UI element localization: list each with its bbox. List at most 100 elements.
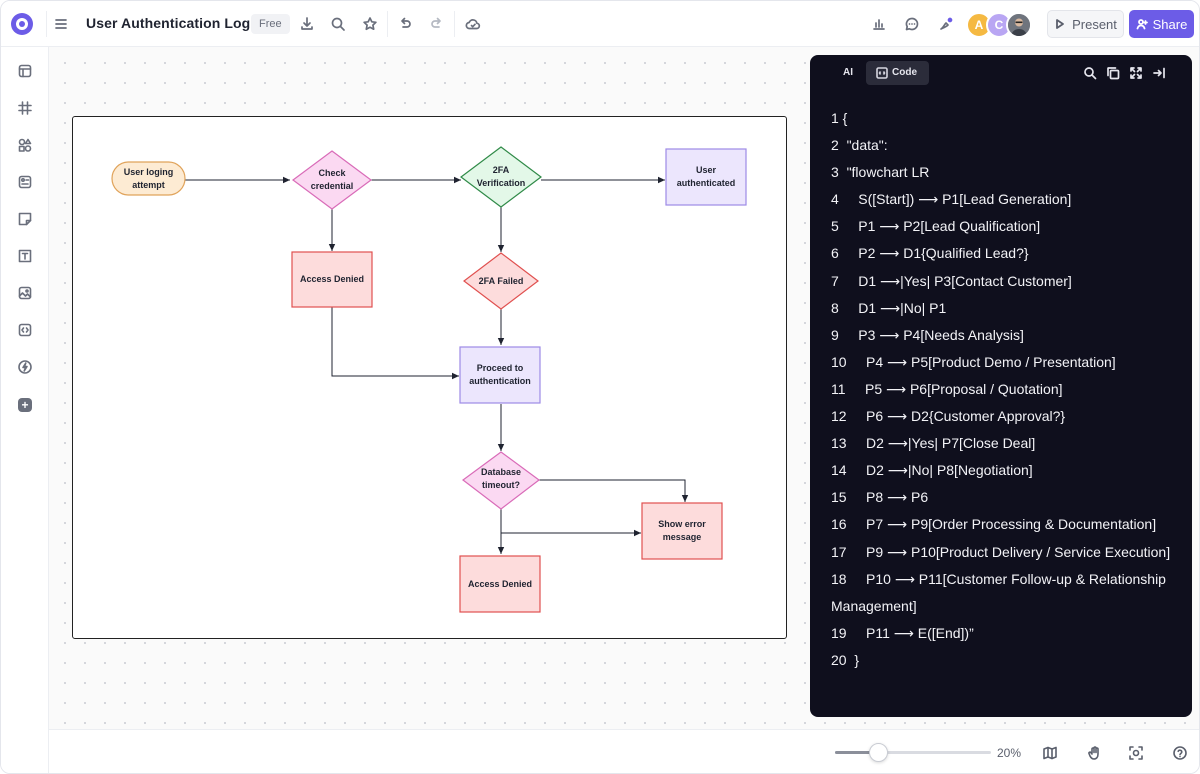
node-db-label[interactable]: Database timeout? bbox=[480, 467, 522, 490]
node-denied1-label[interactable]: Access Denied bbox=[299, 274, 365, 284]
code-line: 11 P5 ⟶ P6[Proposal / Quotation] bbox=[831, 380, 1063, 397]
cloud-icon[interactable] bbox=[461, 12, 485, 36]
map-icon[interactable] bbox=[1040, 743, 1060, 763]
shapes-icon[interactable] bbox=[14, 134, 36, 156]
code-line: 9 P3 ⟶ P4[Needs Analysis] bbox=[831, 326, 1024, 343]
lightning-icon[interactable] bbox=[14, 356, 36, 378]
node-2fa-label[interactable]: 2FA Verification bbox=[476, 165, 526, 188]
code-line: 15 P8 ⟶ P6 bbox=[831, 489, 929, 506]
node-denied2-label[interactable]: Access Denied bbox=[467, 578, 533, 589]
code-line: 10 P4 ⟶ P5[Product Demo / Presentation] bbox=[831, 353, 1116, 370]
flowchart-diagram bbox=[111, 146, 747, 613]
toolbar-divider bbox=[387, 11, 388, 37]
star-icon[interactable] bbox=[358, 12, 382, 36]
code-line: 14 D2 ⟶|No| P8[Negotiation] bbox=[831, 462, 1033, 479]
expand-icon[interactable] bbox=[1127, 64, 1145, 82]
search-icon[interactable] bbox=[1081, 64, 1099, 82]
edge-db-error bbox=[539, 479, 689, 502]
zoom-slider-handle[interactable] bbox=[869, 743, 888, 762]
user-add-icon bbox=[1136, 19, 1148, 30]
sticky-note-icon[interactable] bbox=[14, 208, 36, 230]
code-line: 12 P6 ⟶ D2{Customer Approval?} bbox=[831, 408, 1066, 425]
download-icon[interactable] bbox=[295, 12, 319, 36]
help-icon[interactable] bbox=[1170, 743, 1190, 763]
pen-icon[interactable] bbox=[934, 12, 958, 36]
code-line: 19 P11 ⟶ E([End])” bbox=[831, 624, 974, 641]
node-check-shape bbox=[291, 150, 373, 210]
document-title[interactable]: User Authentication Logic bbox=[86, 15, 263, 31]
node-denied2-shape bbox=[459, 555, 541, 613]
undo-icon[interactable] bbox=[393, 12, 417, 36]
copy-icon[interactable] bbox=[1104, 64, 1122, 82]
app-logo-icon[interactable] bbox=[11, 13, 33, 35]
node-db-shape bbox=[461, 451, 541, 510]
code-line: 7 D1 ⟶|Yes| P3[Contact Customer] bbox=[831, 272, 1072, 289]
node-failed-shape bbox=[463, 252, 539, 310]
search-icon[interactable] bbox=[326, 12, 350, 36]
grid-icon[interactable] bbox=[14, 97, 36, 119]
node-error-label[interactable]: Show error message bbox=[658, 519, 706, 542]
node-proceed-label[interactable]: Proceed to authentication bbox=[469, 363, 531, 386]
bottom-bar: 20% bbox=[49, 729, 1199, 773]
avatar-photo[interactable] bbox=[1006, 12, 1032, 38]
code-line: 8 D1 ⟶|No| P1 bbox=[831, 299, 947, 316]
image-icon[interactable] bbox=[14, 282, 36, 304]
present-button[interactable]: Present bbox=[1047, 10, 1124, 38]
code-line: 6 P2 ⟶ D1{Qualified Lead?} bbox=[831, 245, 1029, 262]
node-start-shape bbox=[111, 161, 186, 196]
code-block-icon[interactable] bbox=[14, 319, 36, 341]
code-line: 16 P7 ⟶ P9[Order Processing & Documentat… bbox=[831, 516, 1157, 533]
plan-badge: Free bbox=[251, 14, 290, 34]
tab-code-label: Code bbox=[892, 67, 917, 78]
node-2fa-shape bbox=[460, 146, 542, 208]
redo-icon[interactable] bbox=[425, 12, 449, 36]
menu-icon[interactable] bbox=[49, 12, 73, 36]
focus-icon[interactable] bbox=[1126, 743, 1146, 763]
present-label: Present bbox=[1072, 16, 1117, 32]
chart-icon[interactable] bbox=[867, 12, 891, 36]
code-editor[interactable]: 1 { 2 "data": 3 "flowchart LR 4 S([Start… bbox=[831, 105, 1181, 674]
code-line: 17 P9 ⟶ P10[Product Delivery / Service E… bbox=[831, 543, 1171, 560]
node-failed-label[interactable]: 2FA Failed bbox=[478, 275, 524, 286]
zoom-level[interactable]: 20% bbox=[997, 746, 1022, 760]
left-tool-rail: + bbox=[1, 47, 49, 773]
toolbar-divider bbox=[454, 11, 455, 37]
code-line: 2 "data": bbox=[831, 137, 888, 154]
collapse-panel-icon[interactable] bbox=[1150, 64, 1168, 82]
node-authed-shape bbox=[665, 148, 747, 206]
node-error-shape bbox=[641, 502, 723, 560]
user-photo-icon bbox=[1008, 14, 1030, 36]
plus-icon[interactable]: + bbox=[18, 398, 32, 412]
text-frame-icon[interactable] bbox=[14, 245, 36, 267]
top-toolbar: User Authentication Logic Free bbox=[1, 1, 1199, 47]
node-start-label[interactable]: User loging attempt bbox=[123, 166, 174, 190]
node-authed-label[interactable]: User authenticated bbox=[676, 165, 736, 188]
code-line: 5 P1 ⟶ P2[Lead Qualification] bbox=[831, 218, 1041, 235]
code-line: 20 } bbox=[831, 651, 860, 668]
toolbar-divider bbox=[46, 11, 47, 37]
code-line: 1 { bbox=[831, 110, 848, 126]
node-denied1-shape bbox=[291, 251, 373, 308]
node-proceed-shape bbox=[459, 346, 541, 404]
code-line: 4 S([Start]) ⟶ P1[Lead Generation] bbox=[831, 191, 1072, 208]
code-line: 3 "flowchart LR bbox=[831, 164, 930, 181]
code-icon bbox=[876, 67, 888, 79]
node-check-label[interactable]: Check credential bbox=[310, 168, 354, 191]
code-line: 18 P10 ⟶ P11[Customer Follow-up & Relati… bbox=[831, 570, 1170, 614]
components-icon[interactable] bbox=[14, 171, 36, 193]
play-icon bbox=[1056, 19, 1064, 29]
tab-code[interactable]: Code bbox=[866, 61, 929, 85]
flowchart-frame[interactable]: User loging attempt Check credential 2FA… bbox=[72, 116, 787, 639]
zoom-slider[interactable] bbox=[835, 743, 991, 762]
edge-denied-proceed bbox=[331, 307, 459, 380]
zoom-slider-fill bbox=[835, 751, 879, 754]
comment-icon[interactable] bbox=[900, 12, 924, 36]
code-panel: AI Code 1 { 2 "data": 3 "flowchart LR 4 … bbox=[810, 55, 1192, 717]
share-label: Share bbox=[1152, 16, 1188, 32]
code-line: 13 D2 ⟶|Yes| P7[Close Deal] bbox=[831, 435, 1036, 452]
tab-ai[interactable]: AI bbox=[843, 67, 853, 78]
share-button[interactable]: Share bbox=[1129, 10, 1194, 38]
layout-icon[interactable] bbox=[14, 60, 36, 82]
hand-icon[interactable] bbox=[1085, 743, 1105, 763]
